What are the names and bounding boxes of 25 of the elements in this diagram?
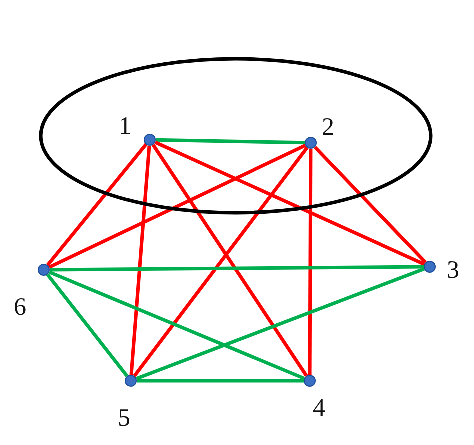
graph-edge xyxy=(308,149,313,375)
vertex-number: 5 xyxy=(118,406,130,431)
graph-edge xyxy=(46,274,129,378)
vertex-dot xyxy=(38,264,50,276)
graph-edge xyxy=(136,268,426,380)
graph-edge xyxy=(48,144,306,269)
vertex-number: 1 xyxy=(119,114,132,139)
graph-edge xyxy=(137,379,304,383)
graph-edge xyxy=(48,270,306,380)
graph-edge xyxy=(314,146,428,264)
vertex-dot xyxy=(144,134,156,146)
graph-edge xyxy=(154,140,426,266)
graph-edge xyxy=(46,144,148,266)
graph-edge xyxy=(50,265,424,272)
vertex-number: 4 xyxy=(313,396,326,421)
ellipse-outline xyxy=(39,57,433,215)
vertex-dot xyxy=(304,375,316,387)
vertex-dot xyxy=(305,137,317,149)
vertex-number: 3 xyxy=(447,258,460,283)
vertex-number: 2 xyxy=(322,115,334,140)
vertex-dot xyxy=(424,261,436,273)
vertex-dot xyxy=(125,375,137,387)
graph-edge xyxy=(130,146,152,376)
vertex-number: 6 xyxy=(14,295,26,320)
graph-edge xyxy=(156,138,306,145)
